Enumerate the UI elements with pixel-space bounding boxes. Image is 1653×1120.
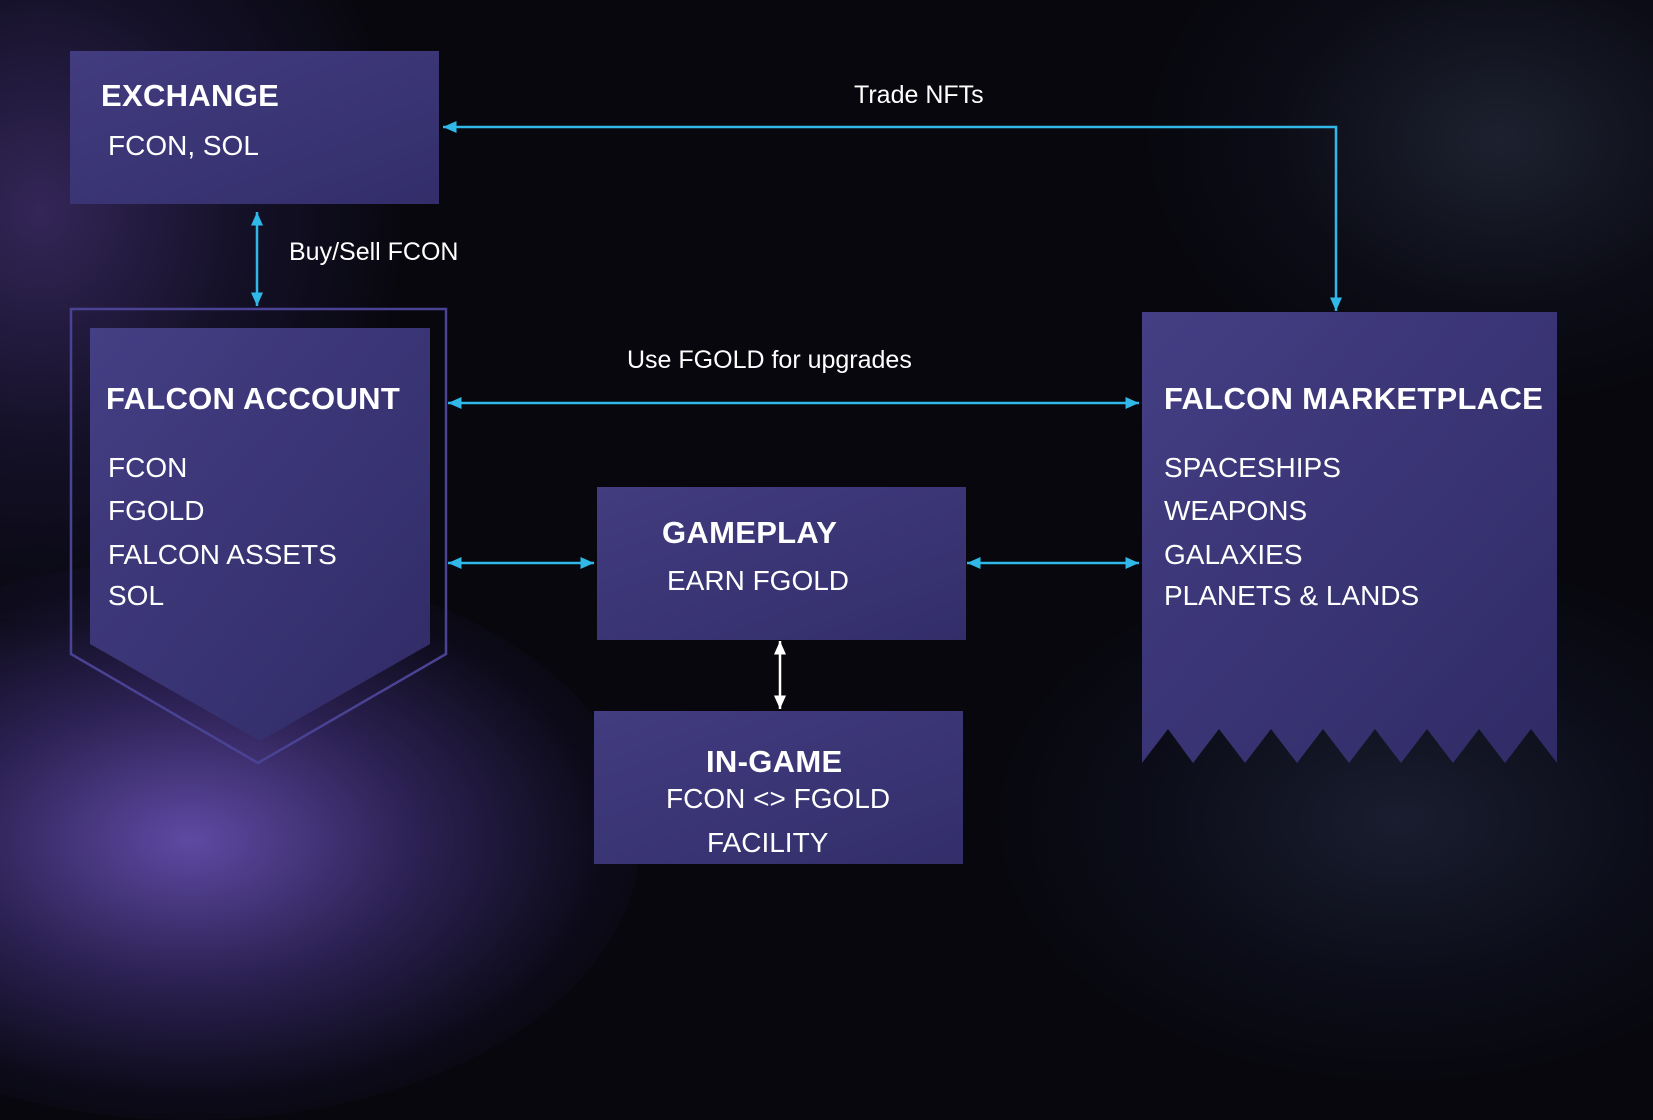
- falcon-account-item: FCON: [108, 452, 188, 483]
- falcon-account-item: SOL: [108, 580, 165, 611]
- falcon-account-shape: [90, 328, 430, 741]
- falcon-marketplace-item: GALAXIES: [1164, 539, 1303, 570]
- diagram-shapes: [69, 121, 1557, 765]
- falcon-marketplace-shape: [1142, 312, 1557, 763]
- gameplay-title: GAMEPLAY: [662, 515, 838, 550]
- falcon-account-item: FALCON ASSETS: [108, 539, 337, 570]
- exchange-box: [70, 51, 439, 204]
- ingame-line: FCON <> FGOLD: [666, 783, 891, 814]
- exchange-subtitle: FCON, SOL: [108, 130, 259, 161]
- falcon-marketplace-item: PLANETS & LANDS: [1164, 580, 1420, 611]
- falcon-account-title: FALCON ACCOUNT: [106, 381, 401, 416]
- ingame-box: [594, 711, 963, 864]
- ingame-title: IN-GAME: [706, 744, 843, 779]
- gameplay-subtitle: EARN FGOLD: [667, 565, 850, 596]
- trade-nfts-arrow: [443, 121, 1342, 311]
- use-fgold-label: Use FGOLD for upgrades: [627, 346, 912, 374]
- buy-sell-fcon-label: Buy/Sell FCON: [289, 238, 459, 266]
- ingame-line: FACILITY: [707, 827, 829, 858]
- falcon-account-item: FGOLD: [108, 495, 205, 526]
- gameplay-box: [597, 487, 966, 640]
- falcon-marketplace-item: SPACESHIPS: [1164, 452, 1341, 483]
- falcon-marketplace-title: FALCON MARKETPLACE: [1164, 381, 1544, 416]
- exchange-title: EXCHANGE: [101, 78, 280, 113]
- falcon-account-outline: [69, 307, 448, 765]
- falcon-marketplace-item: WEAPONS: [1164, 495, 1308, 526]
- trade-nfts-label: Trade NFTs: [854, 81, 984, 109]
